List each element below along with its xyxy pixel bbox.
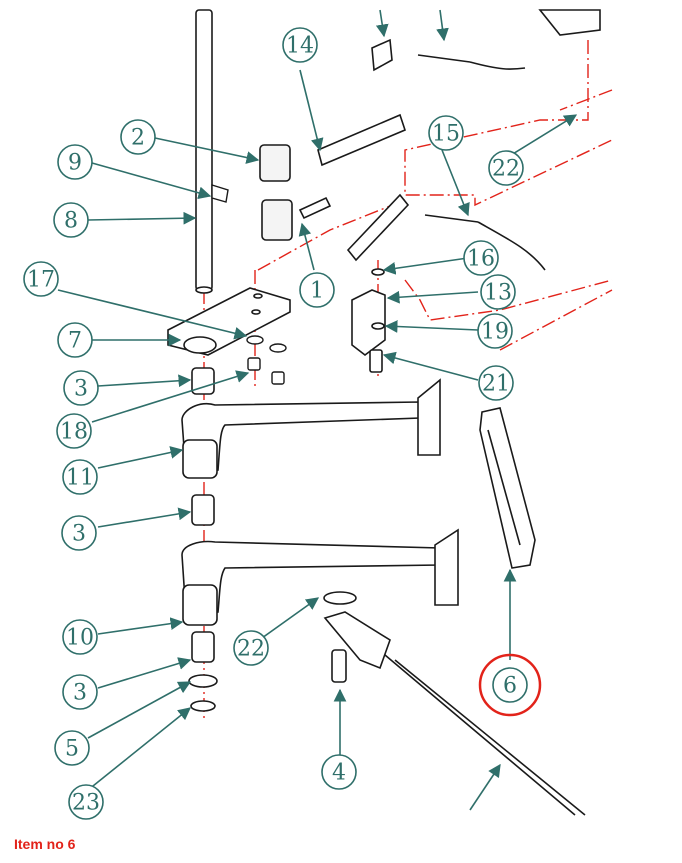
callout-3a: 3	[74, 377, 88, 402]
item-caption: Item no 6	[14, 836, 76, 852]
callout-circle-6	[492, 667, 528, 703]
arm-part-11	[181, 378, 441, 479]
callout-circle-3a	[63, 370, 99, 406]
callout-circle-16	[463, 240, 499, 276]
callout-3b: 3	[72, 522, 86, 547]
callout-circle-9	[57, 144, 93, 180]
callout-21: 21	[482, 372, 510, 397]
callout-circle-17	[23, 261, 59, 297]
arm-part-10	[181, 528, 459, 626]
callout-11: 11	[66, 466, 94, 491]
springs-part-14	[298, 38, 410, 262]
callout-circle-15	[428, 115, 464, 151]
callout-circle-13	[480, 274, 516, 310]
callout-circle-3b	[61, 515, 97, 551]
pad-part-6	[479, 407, 536, 569]
exploded-parts-diagram: 2 9 8 17 7 3 18 11 3 10 3 5 23 1 14 15 2…	[23, 9, 613, 820]
clip-part-9	[211, 184, 229, 203]
callout-10: 10	[66, 626, 94, 651]
assembly-centerlines	[203, 40, 613, 720]
leader-lines	[57, 9, 578, 811]
callout-18: 18	[60, 420, 88, 445]
highlight-circle-item-6	[478, 653, 542, 717]
callout-2: 2	[131, 126, 145, 151]
callout-17: 17	[27, 268, 55, 293]
callout-circle-2	[120, 119, 156, 155]
callout-14: 14	[286, 34, 314, 59]
callout-circle-10	[62, 619, 98, 655]
callout-circle-8	[53, 202, 89, 238]
callout-13: 13	[484, 281, 512, 306]
callout-circle-7	[57, 322, 93, 358]
callout-circle-23	[68, 784, 104, 820]
callout-22b: 22	[237, 637, 265, 662]
washers-nuts	[246, 335, 287, 385]
callout-circle-1	[299, 272, 335, 308]
callout-circle-4	[321, 754, 357, 790]
callout-4: 4	[332, 761, 346, 786]
cable-ends-part-15	[417, 9, 601, 271]
tube-part-8	[195, 9, 213, 294]
callout-circle-19	[477, 313, 513, 349]
callout-15: 15	[432, 122, 460, 147]
callout-circle-5	[54, 730, 90, 766]
callout-5: 5	[65, 737, 79, 762]
callout-1: 1	[310, 279, 324, 304]
callout-circle-3c	[62, 674, 98, 710]
callout-circle-11	[62, 459, 98, 495]
callout-23: 23	[72, 791, 100, 816]
callout-circle-14	[282, 27, 318, 63]
callout-6: 6	[503, 674, 517, 699]
callout-numbers: 2 9 8 17 7 3 18 11 3 10 3 5 23 1 14 15 2…	[27, 34, 520, 816]
callout-7: 7	[68, 329, 82, 354]
callout-circles	[23, 27, 528, 820]
callout-3c: 3	[73, 681, 87, 706]
callout-22a: 22	[492, 157, 520, 182]
callout-circle-21	[478, 365, 514, 401]
bracket-plate-part-17	[167, 287, 291, 356]
callout-circle-22b	[233, 630, 269, 666]
bracket-part-13	[351, 268, 386, 373]
callout-9: 9	[68, 151, 82, 176]
bushings-part-2	[259, 144, 293, 241]
callout-circle-18	[56, 413, 92, 449]
callout-16: 16	[467, 247, 495, 272]
callout-circle-22a	[488, 150, 524, 186]
callout-8: 8	[64, 209, 78, 234]
spacers-part-3	[188, 367, 218, 712]
callout-19: 19	[481, 320, 509, 345]
cable-part-4	[323, 591, 586, 816]
